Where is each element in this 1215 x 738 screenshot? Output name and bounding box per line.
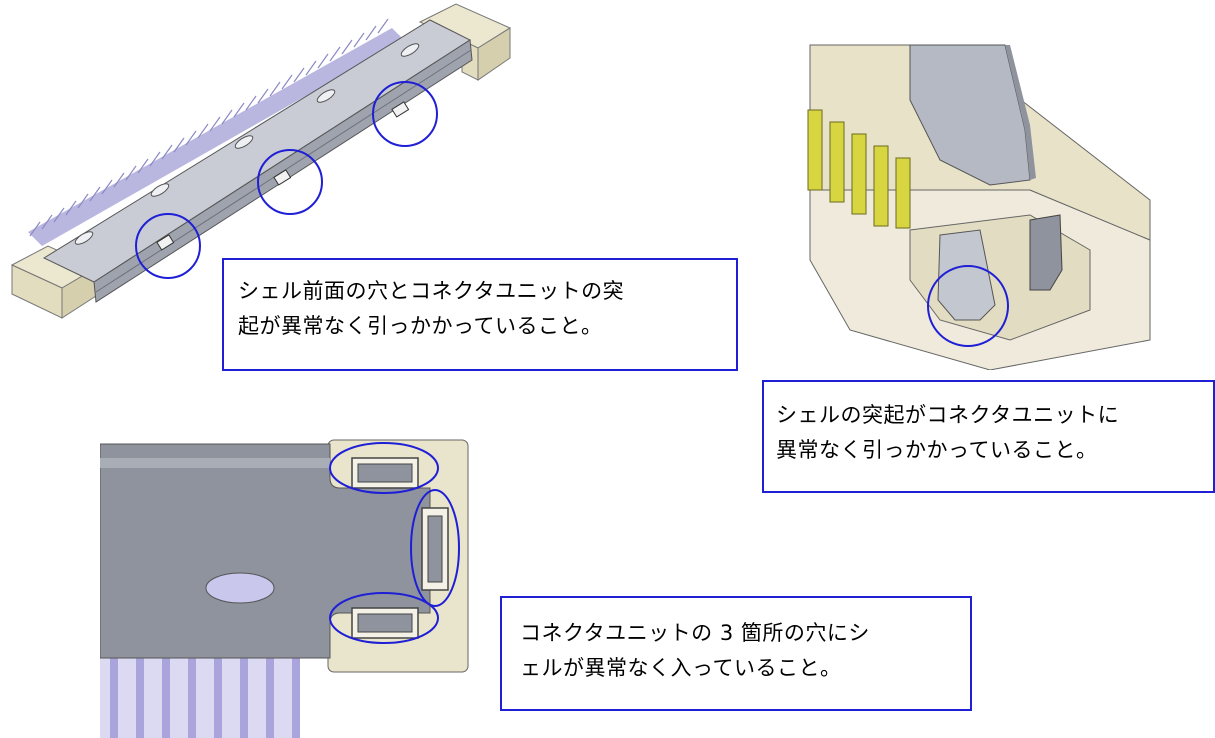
shell-latch	[937, 229, 996, 321]
shell-slot	[205, 572, 275, 604]
cable-comb	[28, 18, 404, 246]
callout-three-holes: コネクタユニットの 3 箇所の穴にシ ェルが異常なく入っていること。	[500, 596, 972, 711]
callout-shell-protrusion: シェルの突起がコネクタユニットに 異常なく引っかかっていること。	[762, 380, 1215, 493]
shell-body	[42, 19, 473, 303]
callout-line: シェル前面の穴とコネクタユニットの突	[238, 279, 625, 303]
highlight-circle	[372, 81, 438, 147]
shell-body	[100, 443, 431, 659]
callout-line: 異常なく引っかかっていること。	[776, 438, 1098, 462]
highlight-circle	[135, 213, 201, 279]
highlight-circle	[257, 149, 323, 215]
highlight-circle	[329, 592, 439, 644]
shell-plate	[909, 44, 1031, 186]
connector-isometric-figure	[10, 3, 512, 319]
callout-line: シェルの突起がコネクタユニットに	[776, 403, 1120, 427]
highlight-circle	[927, 265, 1009, 347]
callout-line: コネクタユニットの 3 箇所の穴にシ	[520, 621, 870, 645]
highlight-circle	[410, 489, 460, 607]
highlight-circles	[135, 81, 438, 279]
highlight-circles	[329, 442, 460, 644]
callout-line: 起が異常なく引っかかっていること。	[238, 314, 603, 338]
connector-section-figure	[807, 44, 1151, 370]
highlight-circle	[329, 442, 439, 494]
callout-shell-front-hole: シェル前面の穴とコネクタユニットの突 起が異常なく引っかかっていること。	[222, 258, 738, 371]
contacts	[807, 109, 911, 229]
cables	[100, 648, 300, 738]
callout-line: ェルが異常なく入っていること。	[520, 656, 842, 680]
connector-top-view-figure	[100, 439, 469, 738]
